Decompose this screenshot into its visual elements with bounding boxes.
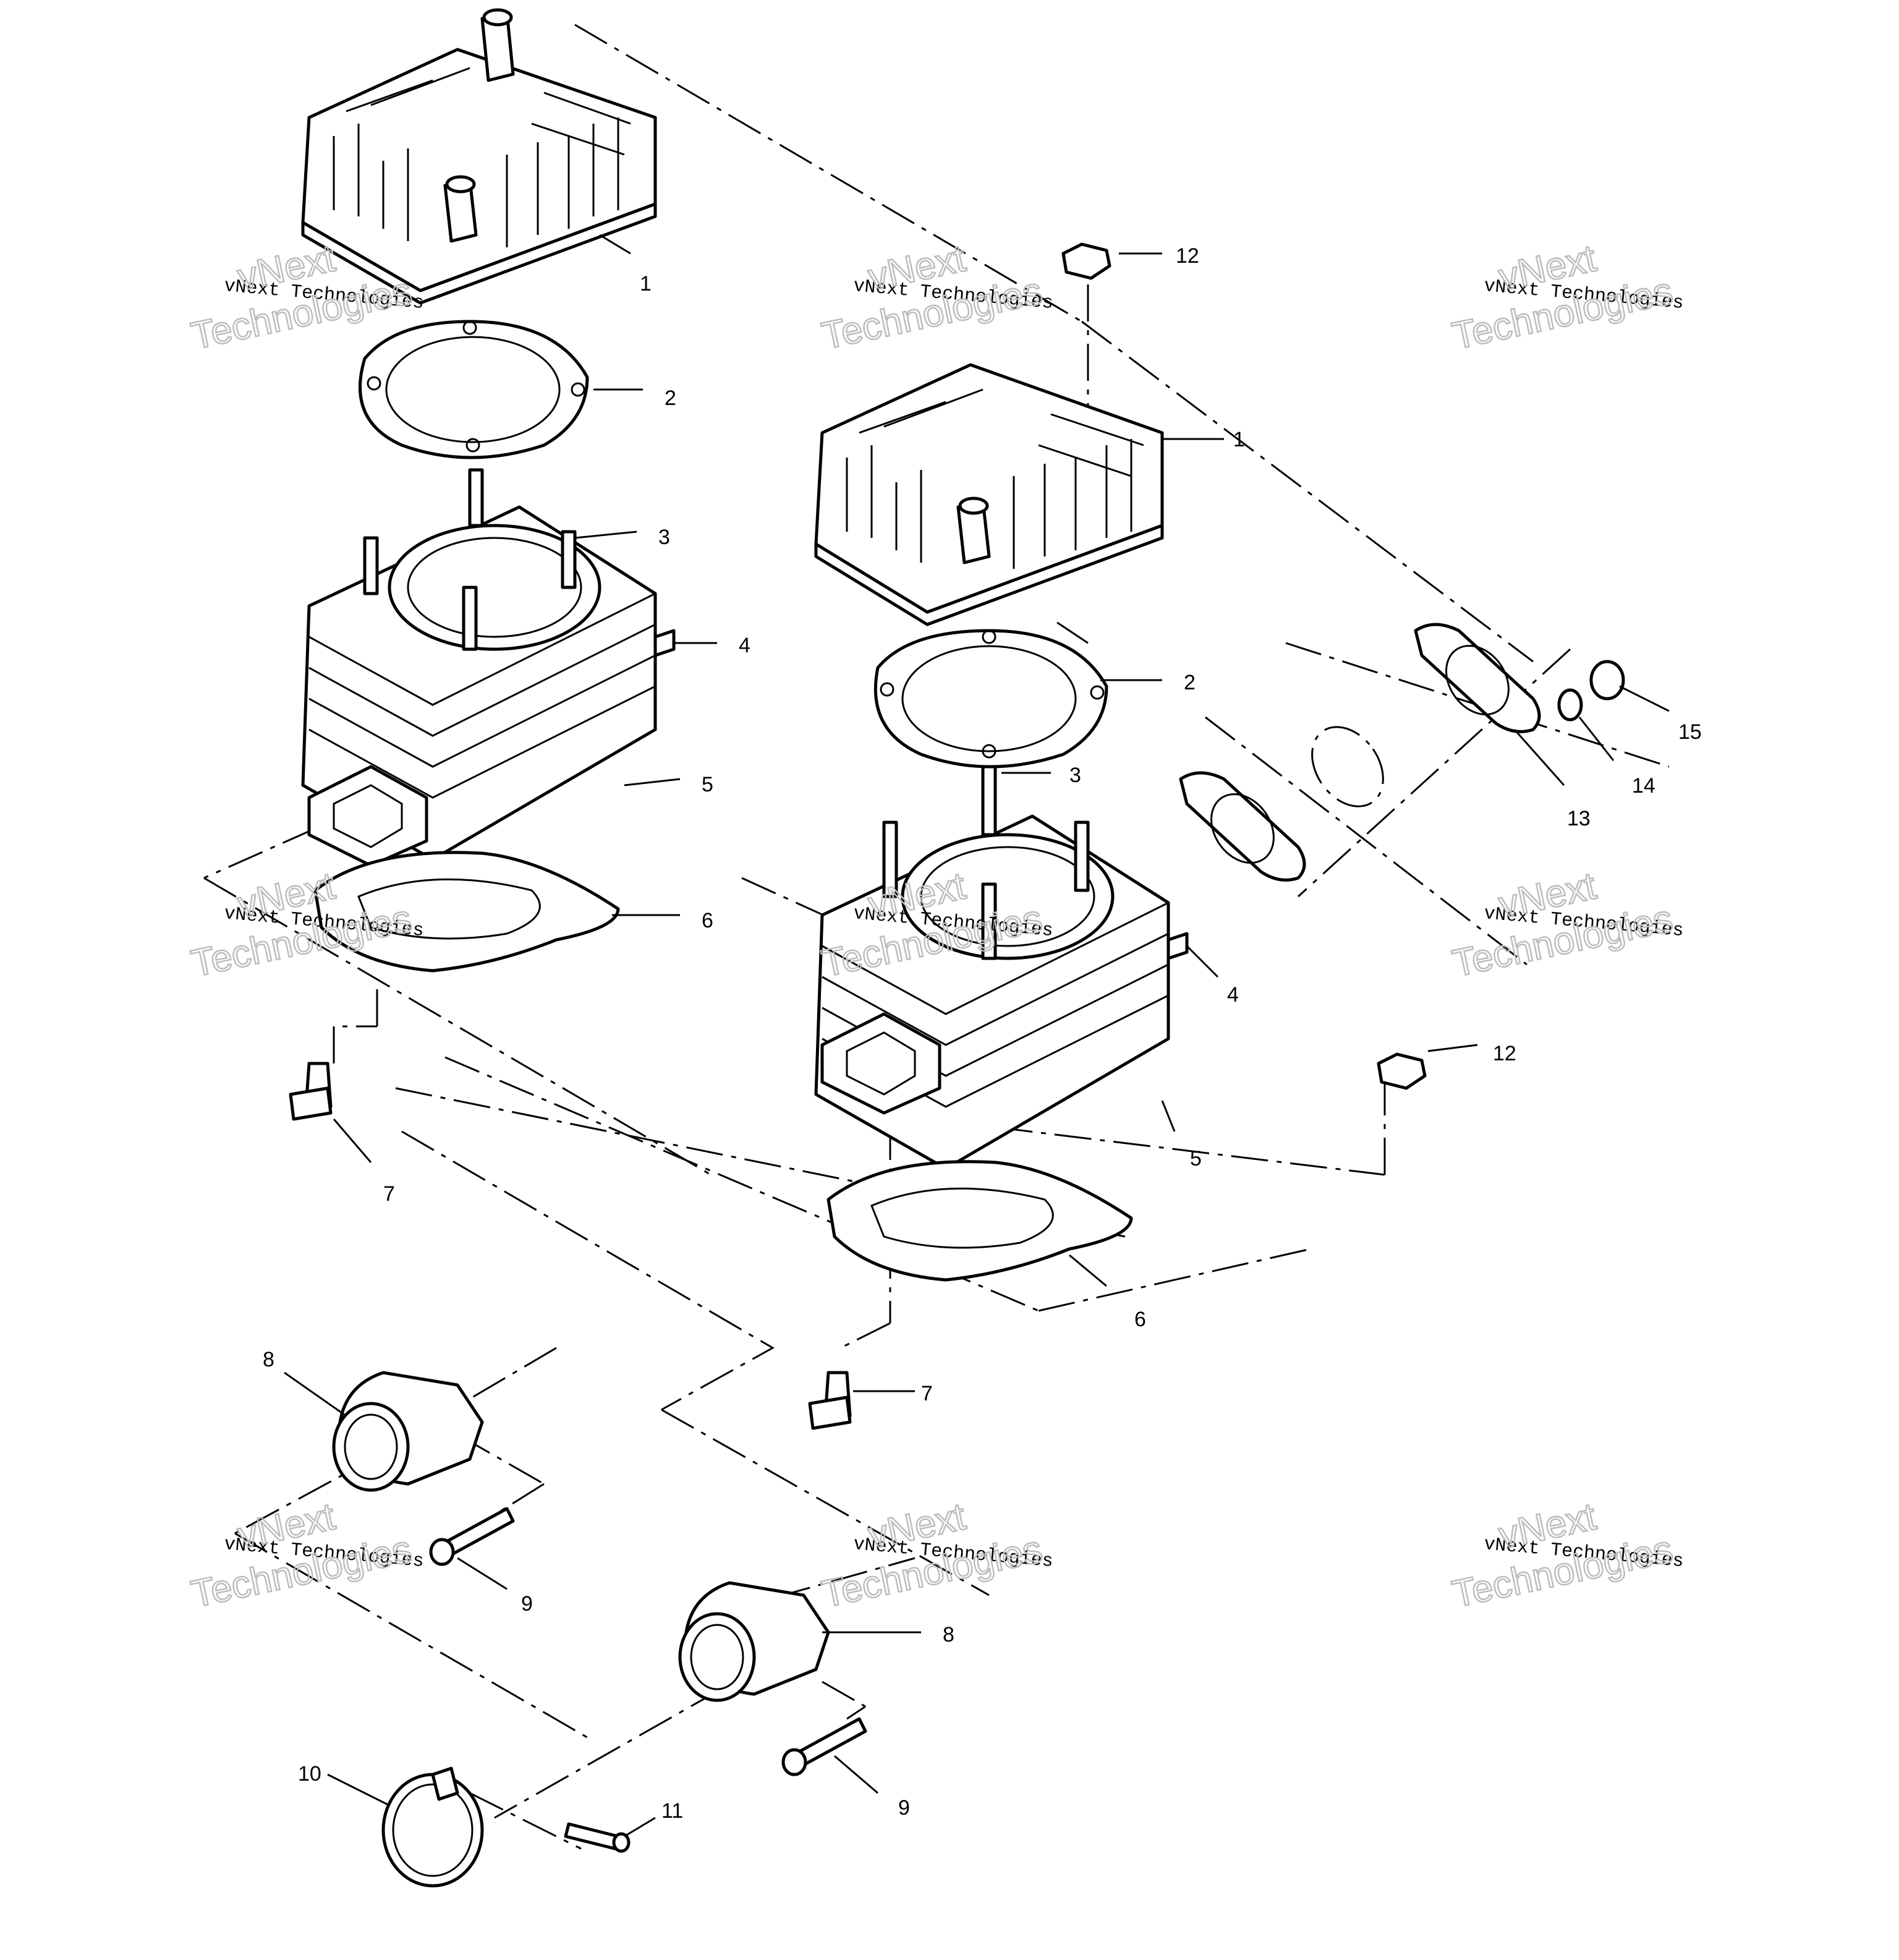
callout-6-right: 6: [1134, 1308, 1146, 1331]
callout-4-right: 4: [1227, 983, 1239, 1007]
bolt-right: [781, 1717, 867, 1776]
head-gasket-left: [359, 320, 589, 459]
callout-10: 10: [298, 1762, 321, 1786]
clamp: [381, 1766, 484, 1888]
base-gasket-left: [313, 851, 620, 973]
callout-1-right: 1: [1233, 428, 1245, 451]
flange-gasket-2: [1414, 623, 1541, 733]
nut-15: [1589, 660, 1625, 701]
gasket-outline-dashed: [1311, 726, 1384, 807]
callout-8-left: 8: [263, 1348, 274, 1371]
cylinder-right: [814, 765, 1189, 1170]
fitting-left: [289, 1062, 333, 1121]
callout-1-left: 1: [640, 272, 652, 296]
bolt-left: [429, 1507, 515, 1566]
callout-2-left: 2: [665, 386, 676, 410]
nut-12-bottom: [1377, 1052, 1427, 1090]
callout-12-top: 12: [1176, 244, 1199, 268]
cylinder-head-right: [814, 363, 1164, 626]
callout-15: 15: [1678, 720, 1702, 744]
callout-6-left: 6: [702, 909, 713, 932]
callout-3-left: 3: [658, 526, 670, 549]
callout-7-left: 7: [383, 1182, 395, 1206]
callout-8-right: 8: [943, 1623, 954, 1647]
callout-12-bottom: 12: [1493, 1042, 1516, 1065]
callout-11: 11: [661, 1799, 683, 1823]
flange-gasket-1: [1179, 771, 1306, 882]
leader-lines: [284, 234, 1670, 1838]
callout-9-left: 9: [521, 1592, 533, 1616]
assembly-lines: [203, 23, 1670, 1850]
base-gasket-right: [826, 1160, 1133, 1282]
callout-5-right: 5: [1190, 1147, 1202, 1170]
callout-numbers: 1 1 2 2 3 3 4 4 5 5 6 6 7 7 8 8 9 9 10 1…: [263, 244, 1702, 1823]
callout-2-right: 2: [1184, 671, 1196, 694]
cylinder-head-left: [301, 8, 657, 305]
callout-13: 13: [1567, 807, 1591, 830]
adapter-right: [678, 1581, 830, 1702]
screw-11: [564, 1822, 631, 1853]
nut-12-top: [1061, 242, 1111, 280]
head-gasket-right: [873, 629, 1108, 769]
cylinder-left: [301, 468, 676, 867]
callout-4-left: 4: [739, 634, 750, 657]
callout-3-right: 3: [1069, 764, 1081, 787]
callout-14: 14: [1632, 774, 1655, 798]
callout-9-right: 9: [898, 1796, 910, 1820]
washer-14: [1557, 688, 1583, 722]
fitting-right: [808, 1371, 852, 1430]
watermarks: vNext Technologies vNext Technologies vN…: [187, 236, 1684, 1617]
callout-5-left: 5: [702, 773, 713, 796]
callout-7-right: 7: [921, 1382, 933, 1405]
adapter-left: [332, 1371, 484, 1492]
